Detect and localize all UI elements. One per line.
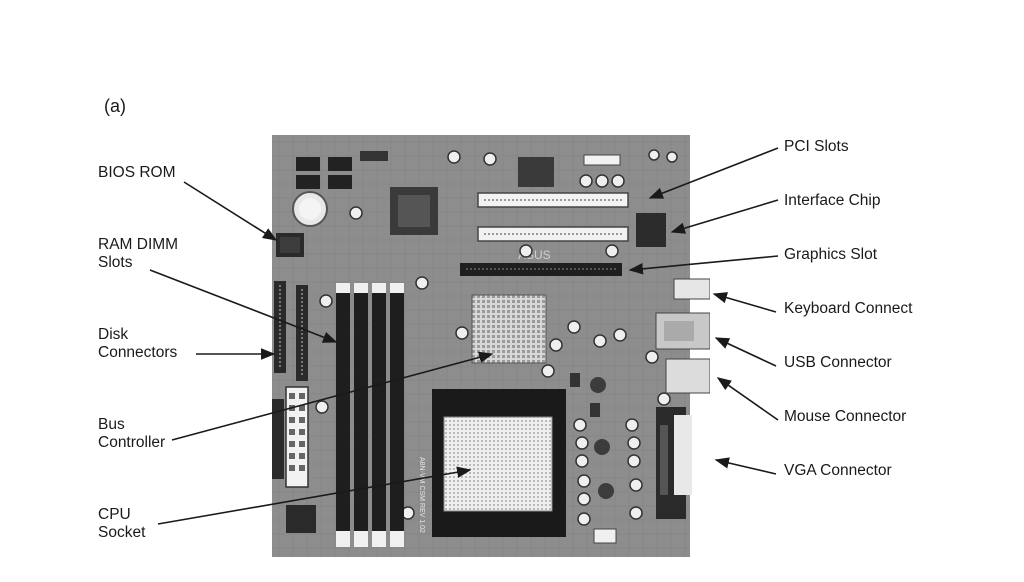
capacitors xyxy=(315,149,678,526)
label-disk-line2: Connectors xyxy=(98,344,178,361)
arrow-bios-rom xyxy=(183,181,278,241)
label-pci-slots: PCI Slots xyxy=(784,138,849,155)
label-bios-rom: BIOS ROM xyxy=(98,164,176,181)
io-panel xyxy=(655,278,710,519)
ram-dimm-slots-graphic xyxy=(336,283,404,547)
label-mouse-connector: Mouse Connector xyxy=(784,408,907,425)
arrow-graphics-slot xyxy=(628,255,779,275)
label-interface-chip: Interface Chip xyxy=(784,192,881,209)
label-ram-dimm-line1: RAM DIMM xyxy=(98,236,179,253)
arrow-keyboard-connect xyxy=(712,292,777,313)
label-usb-connector: USB Connector xyxy=(784,354,892,371)
arrow-bus-controller xyxy=(171,351,494,441)
sata-ports xyxy=(296,151,388,189)
arrow-pci-slots xyxy=(648,147,779,199)
label-bus-line2: Controller xyxy=(98,434,166,451)
pci-slots-graphic xyxy=(477,154,629,242)
label-keyboard-connect: Keyboard Connect xyxy=(784,300,913,317)
model-silkscreen: A8N-VM CSM REV 1.02 xyxy=(418,457,425,533)
cpu-socket xyxy=(444,417,552,511)
heatsink xyxy=(471,294,547,364)
label-vga-connector: VGA Connector xyxy=(784,462,892,479)
arrow-ram-dimm xyxy=(149,269,338,343)
arrow-usb-connector xyxy=(714,337,777,367)
arrow-cpu-socket xyxy=(157,466,472,525)
arrow-mouse-connector xyxy=(716,377,779,421)
label-cpu-line2: Socket xyxy=(98,524,146,541)
label-graphics-slot: Graphics Slot xyxy=(784,246,878,263)
chokes xyxy=(590,377,614,499)
arrow-interface-chip xyxy=(670,199,779,234)
label-cpu-line1: CPU xyxy=(98,506,131,523)
atx-power-connector xyxy=(285,386,309,488)
graphics-slot-graphic xyxy=(460,263,622,276)
label-bus-line1: Bus xyxy=(98,416,125,433)
panel-label: (a) xyxy=(104,96,126,116)
disk-connectors-graphic xyxy=(274,281,308,381)
label-disk-line1: Disk xyxy=(98,326,129,343)
arrow-vga-connector xyxy=(714,457,777,475)
label-ram-dimm-line2: Slots xyxy=(98,254,133,271)
motherboard-photo: ASUS xyxy=(272,135,710,557)
interface-chip xyxy=(636,213,666,247)
